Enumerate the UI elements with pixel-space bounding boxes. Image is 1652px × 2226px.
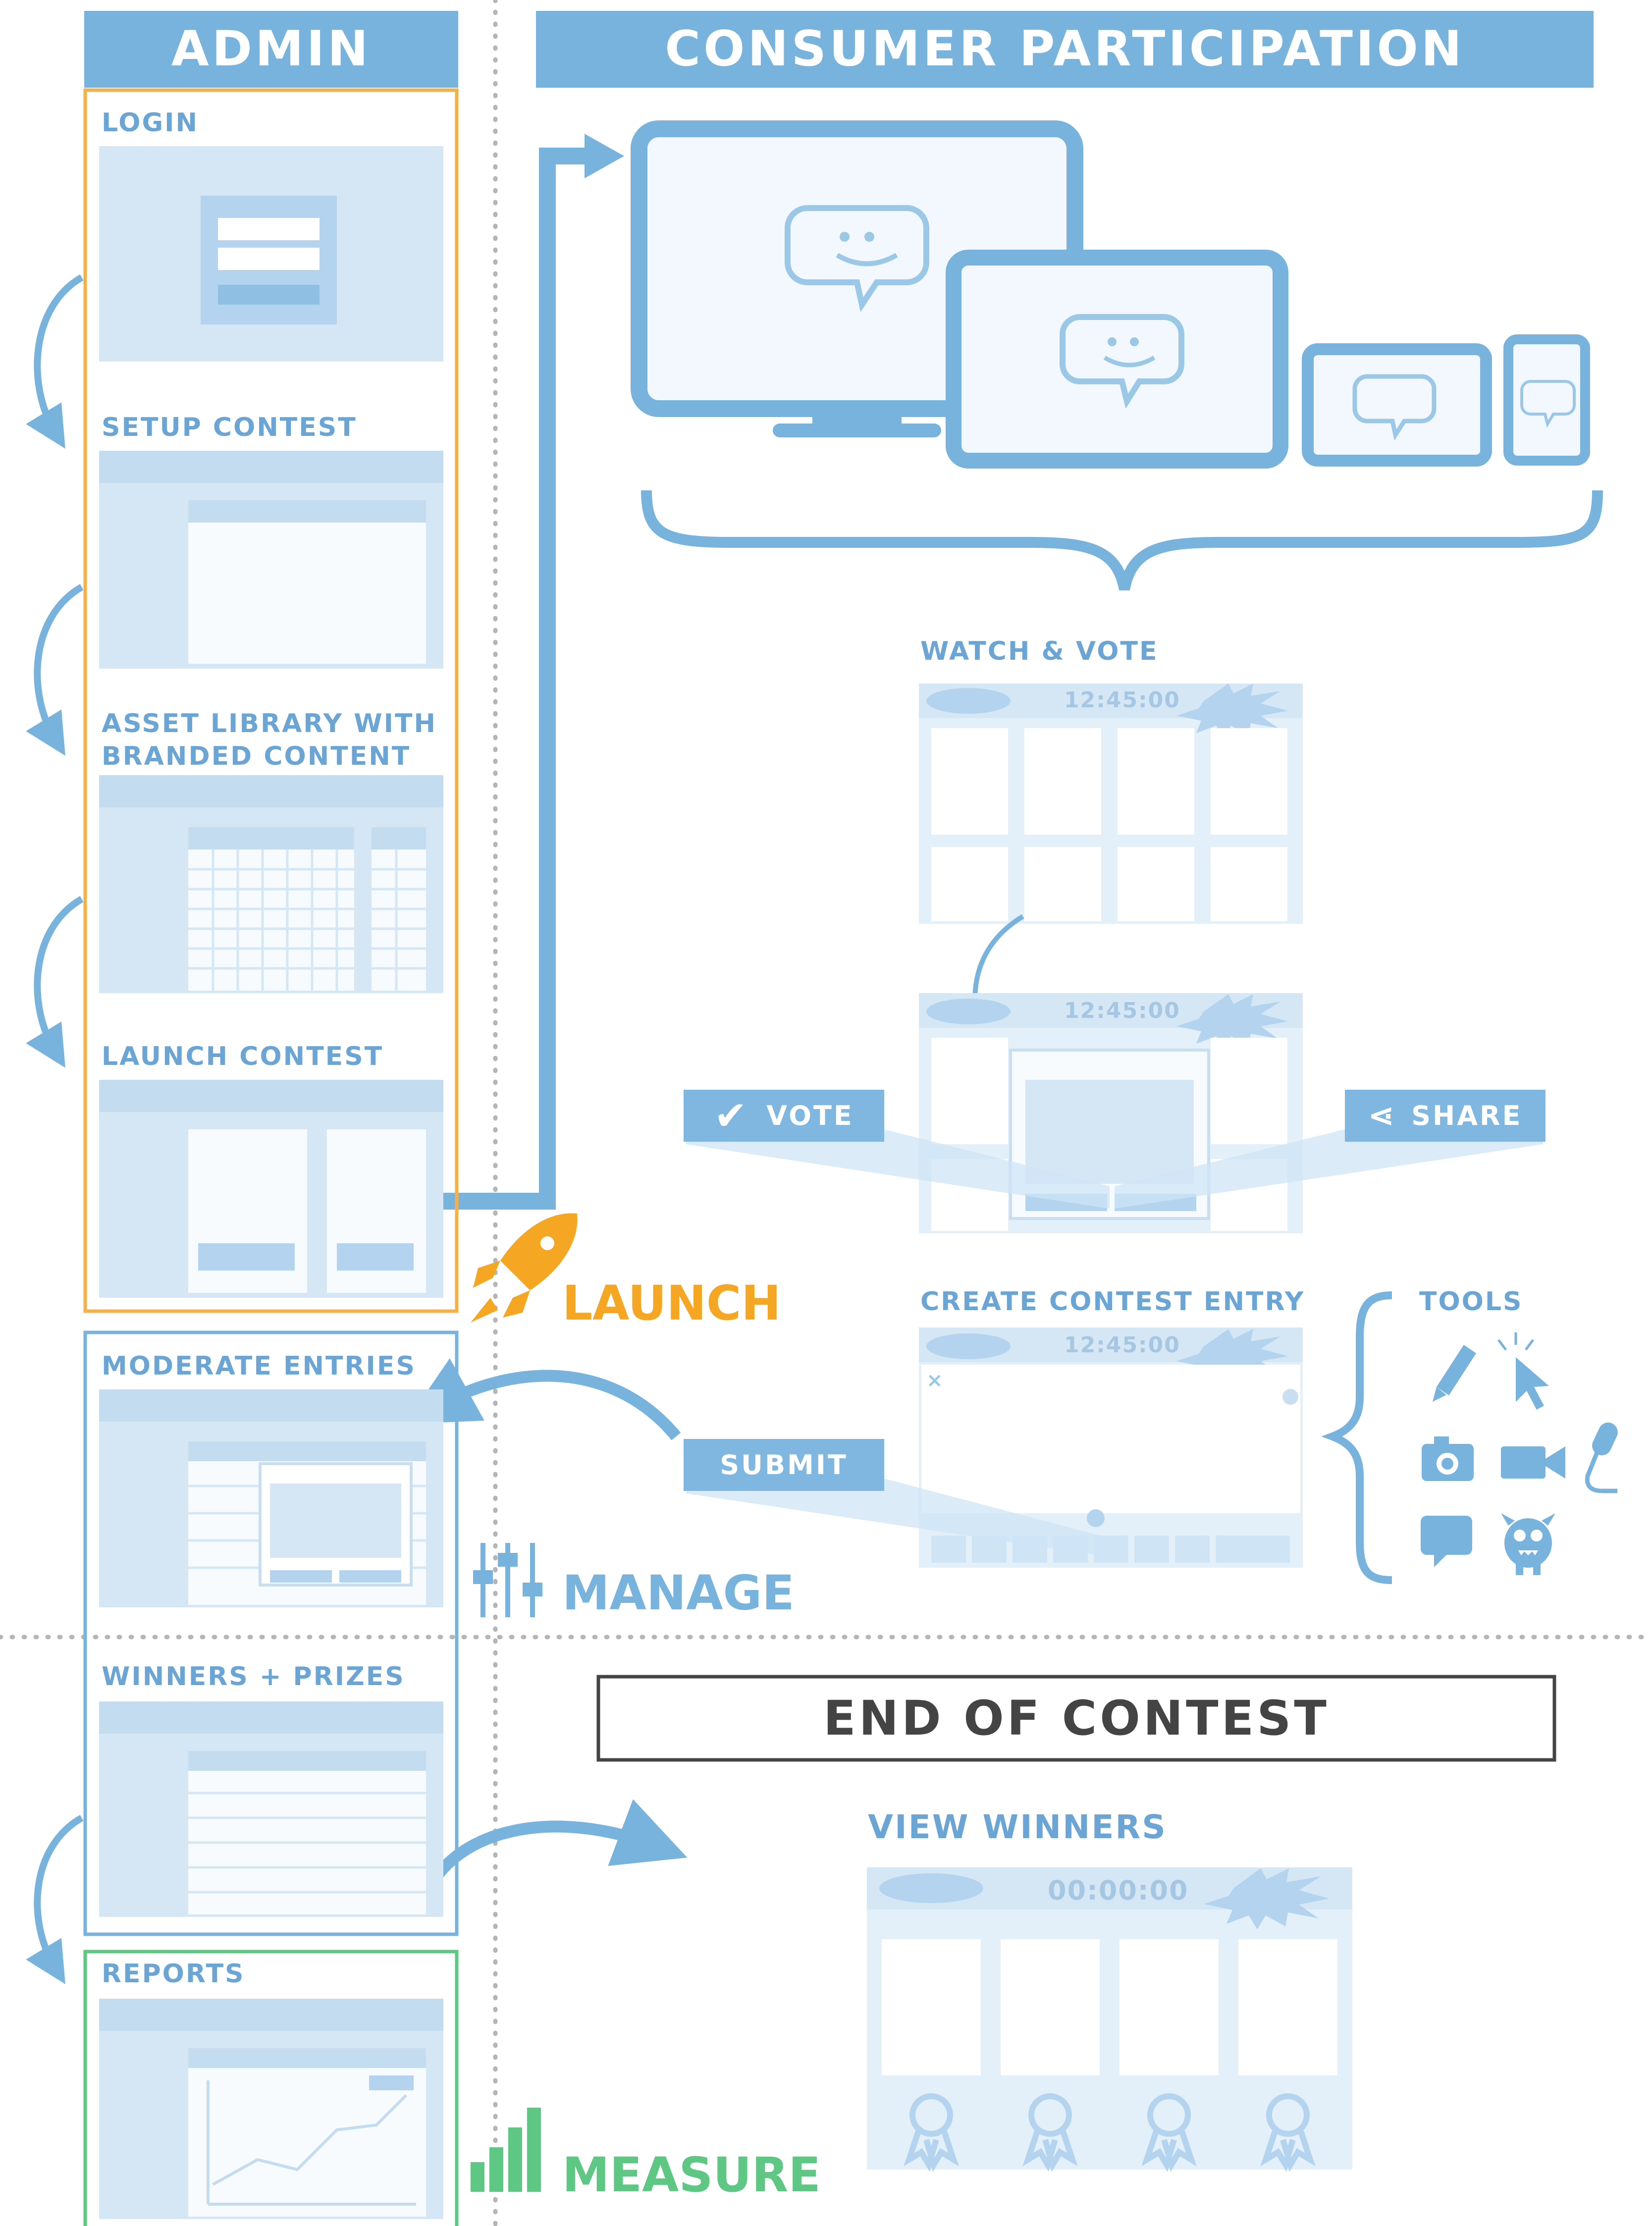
share-label: SHARE xyxy=(1411,1100,1523,1131)
vote-button[interactable]: ✔ VOTE xyxy=(684,1090,884,1142)
speech-bubble-icon xyxy=(1421,1516,1472,1567)
microphone-icon xyxy=(1585,1422,1618,1493)
login-mock xyxy=(99,146,443,362)
tools-brace xyxy=(1321,1291,1392,1584)
setup-mock xyxy=(99,451,443,669)
step-arrow xyxy=(26,896,84,1068)
setup-contest-label: SETUP CONTEST xyxy=(102,413,357,442)
winners-prizes-mock xyxy=(99,1701,443,1917)
winners-arrow xyxy=(421,1799,688,1897)
watch-vote-label: WATCH & VOTE xyxy=(920,636,1159,666)
view-winners-screen xyxy=(867,1867,1352,2172)
vote-timer: 12:45:00 xyxy=(1064,998,1180,1023)
monster-icon xyxy=(1501,1513,1555,1575)
create-entry-label: CREATE CONTEST ENTRY xyxy=(920,1287,1305,1317)
step-arrow xyxy=(26,1814,84,1984)
admin-header: ADMIN xyxy=(84,11,458,88)
watch-vote-screen xyxy=(919,684,1303,924)
manage-stage-label: MANAGE xyxy=(562,1565,795,1621)
tablet-screen xyxy=(1302,343,1492,467)
award-icon xyxy=(904,2093,1316,2172)
phone-screen xyxy=(1503,334,1590,466)
consumer-header: CONSUMER PARTICIPATION xyxy=(536,11,1594,88)
moderate-mock xyxy=(99,1389,443,1607)
tools-label: TOOLS xyxy=(1419,1287,1523,1317)
video-icon xyxy=(1501,1446,1565,1479)
svg-text:×: × xyxy=(926,1369,943,1392)
watch-timer: 12:45:00 xyxy=(1064,688,1180,713)
launch-connector xyxy=(443,148,594,1210)
cursor-icon xyxy=(1497,1332,1549,1410)
admin-setup-frame xyxy=(83,88,459,1313)
pencil-icon xyxy=(1433,1345,1476,1402)
submit-button[interactable]: SUBMIT xyxy=(684,1439,884,1491)
create-timer: 12:45:00 xyxy=(1064,1332,1180,1358)
moderate-entries-label: MODERATE ENTRIES xyxy=(102,1351,416,1381)
check-icon: ✔ xyxy=(714,1093,749,1139)
share-beam xyxy=(1115,1129,1543,1209)
step-arrow xyxy=(26,583,84,756)
rocket-icon xyxy=(471,1213,578,1323)
vote-label: VOTE xyxy=(766,1100,854,1131)
step-arrow xyxy=(26,274,84,449)
end-of-contest-box xyxy=(596,1675,1556,1762)
vote-share-screen xyxy=(919,993,1303,1233)
winners-prizes-label: WINNERS + PRIZES xyxy=(102,1662,405,1692)
end-of-contest-label: END OF CONTEST xyxy=(823,1691,1330,1746)
launch-contest-mock xyxy=(99,1080,443,1298)
reports-label: REPORTS xyxy=(102,1959,245,1989)
reports-mock xyxy=(99,1999,443,2219)
vote-beam xyxy=(686,1129,1110,1209)
bar-chart-icon xyxy=(471,2108,541,2192)
asset-library-mock xyxy=(99,775,443,993)
launch-contest-label: LAUNCH CONTEST xyxy=(102,1042,384,1071)
submit-to-moderate-arrow xyxy=(405,1358,681,1440)
equalizer-icon xyxy=(473,1543,542,1617)
share-button[interactable]: ⋖ SHARE xyxy=(1345,1090,1545,1142)
share-icon: ⋖ xyxy=(1368,1097,1397,1134)
login-label: LOGIN xyxy=(102,108,199,138)
submit-beam xyxy=(686,1479,1100,1555)
admin-measure-frame xyxy=(83,1950,459,2226)
view-winners-label: VIEW WINNERS xyxy=(868,1808,1167,1846)
winners-timer: 00:00:00 xyxy=(1048,1875,1189,1906)
asset-library-label: ASSET LIBRARY WITH BRANDED CONTENT xyxy=(102,709,437,771)
laptop-screen xyxy=(946,250,1288,469)
camera-icon xyxy=(1422,1436,1474,1481)
device-brace xyxy=(641,490,1603,591)
launch-stage-label: LAUNCH xyxy=(562,1275,781,1331)
measure-stage-label: MEASURE xyxy=(562,2147,821,2203)
admin-manage-frame xyxy=(83,1330,459,1936)
